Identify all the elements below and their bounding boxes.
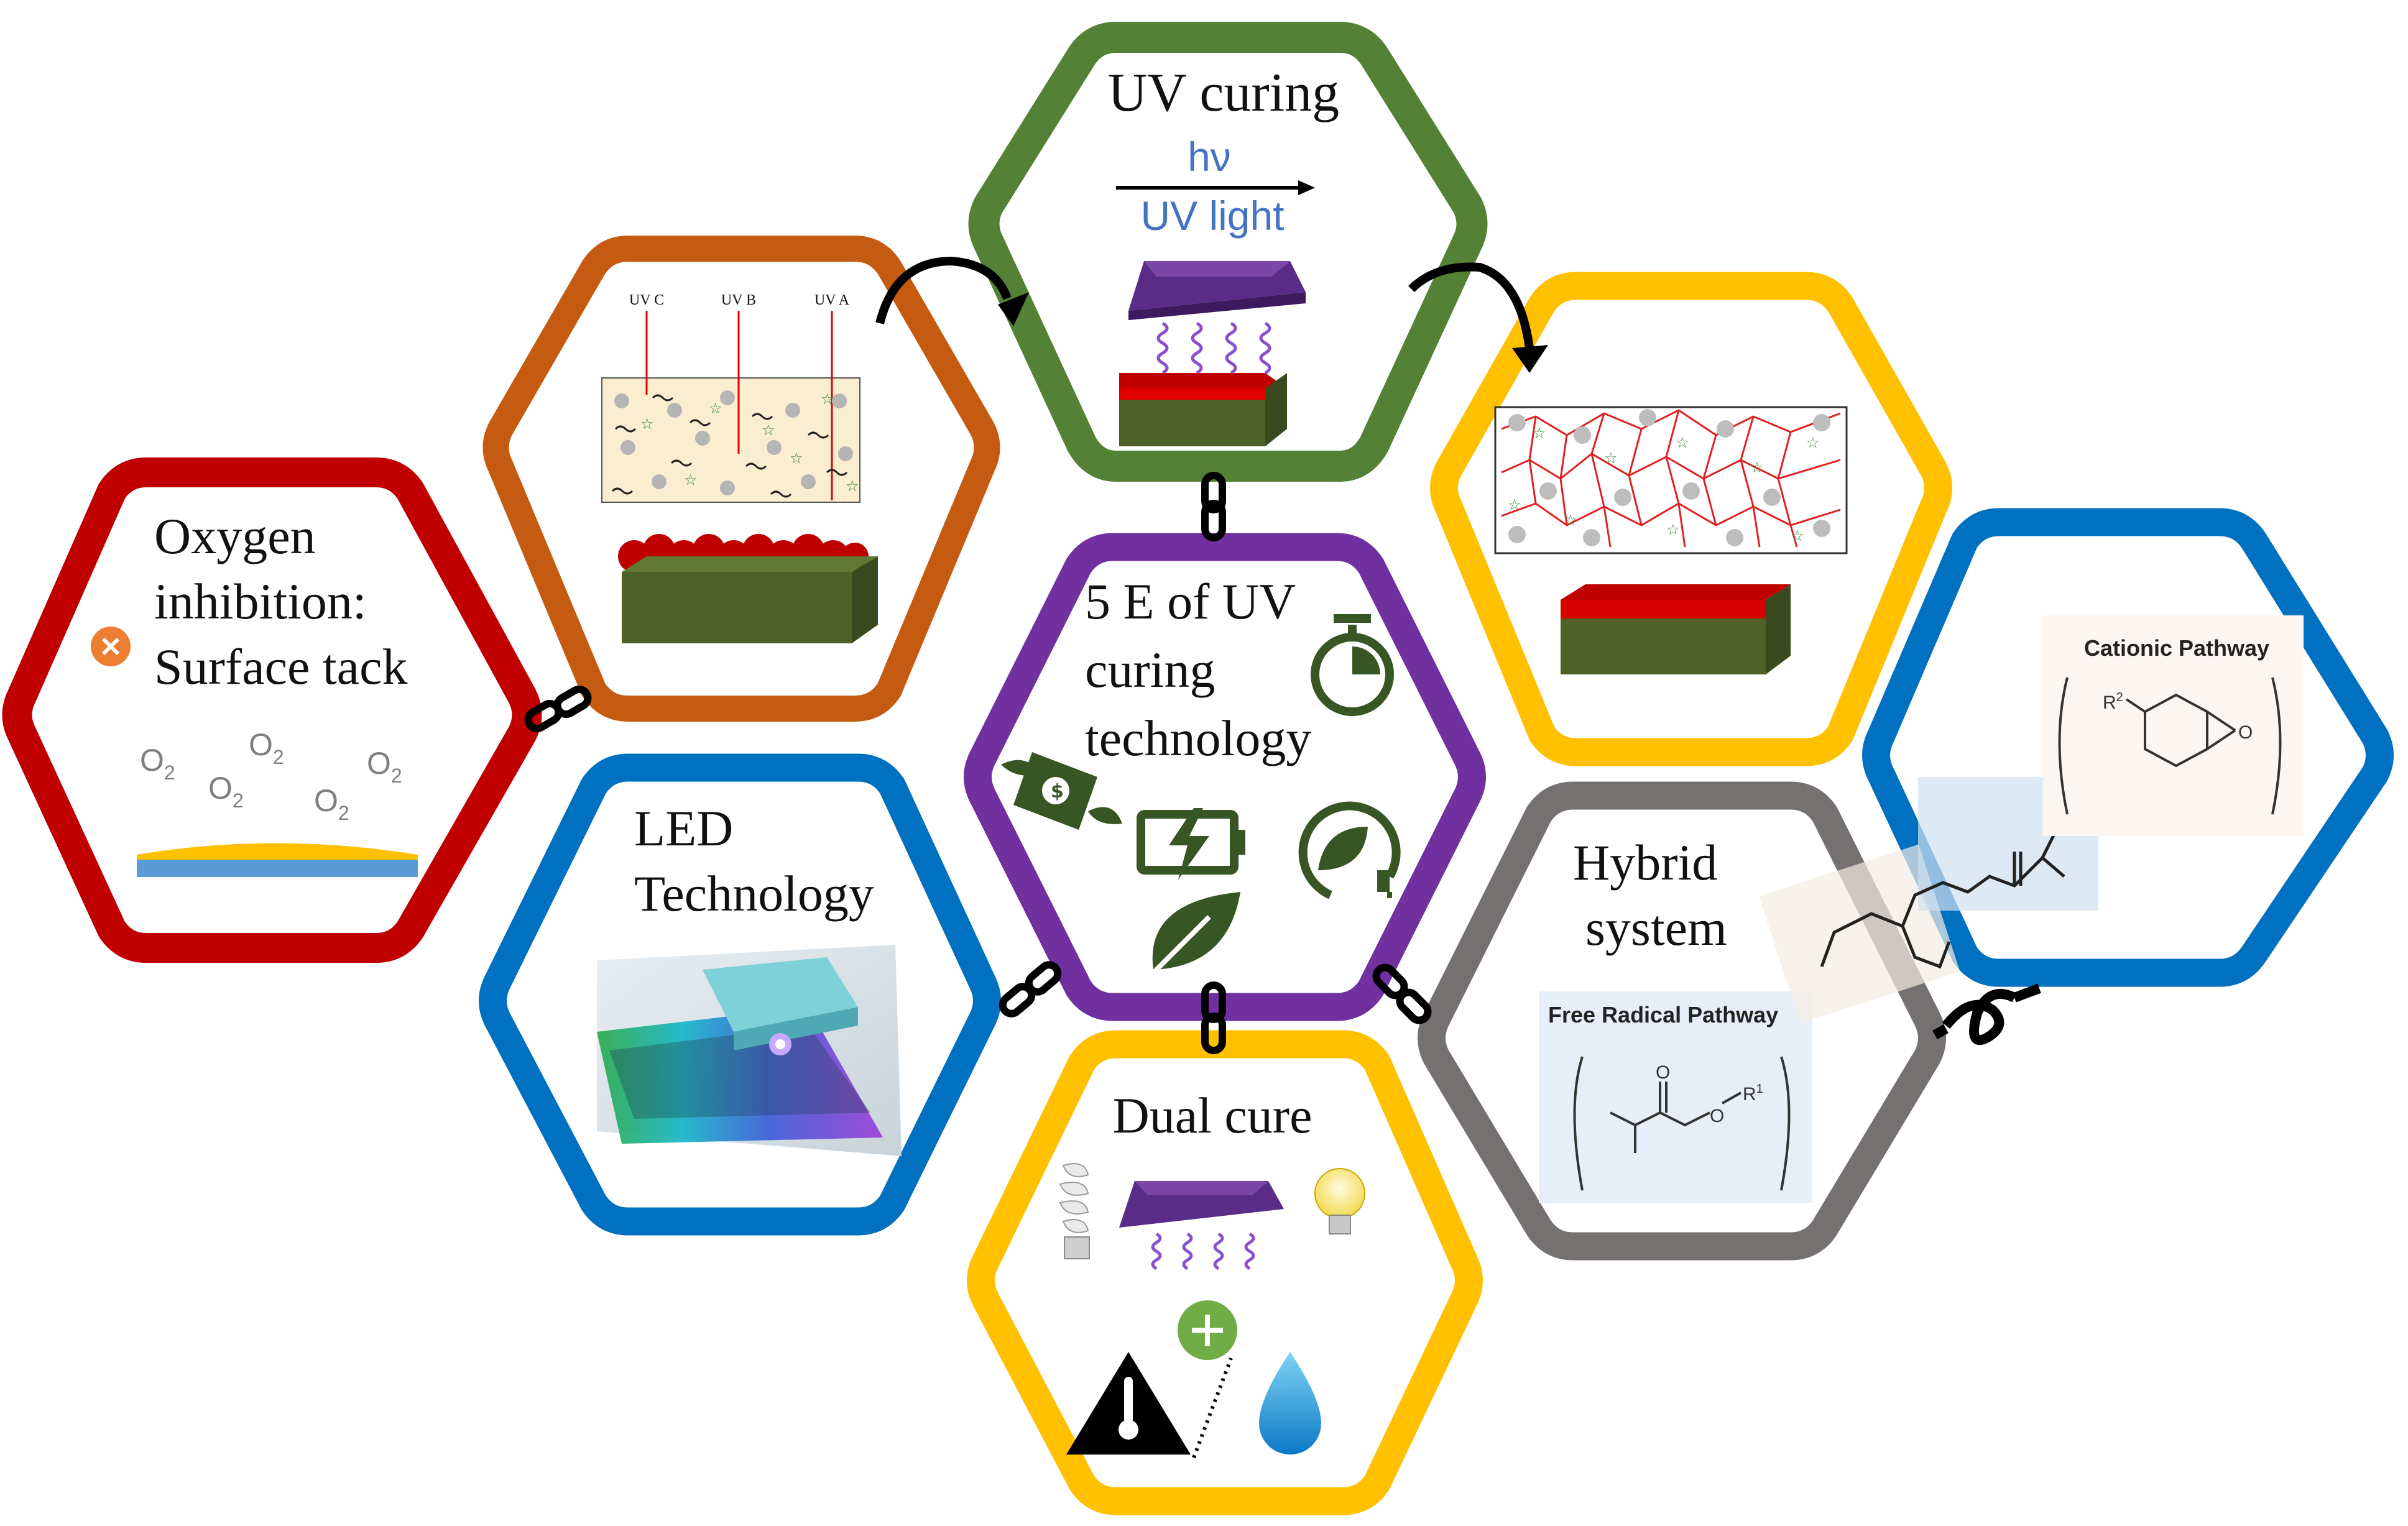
cationic-r2: R2 xyxy=(2103,691,2123,713)
svg-text:☆: ☆ xyxy=(1666,521,1680,538)
arrow-head-2 xyxy=(1512,345,1548,373)
chain-links xyxy=(524,472,1432,1054)
arrow-head-1 xyxy=(998,292,1029,326)
center-line3: technology xyxy=(1085,710,1311,766)
substrate-2 xyxy=(622,572,852,643)
oxygen-line3: Surface tack xyxy=(154,638,407,695)
uv-penetration-content: UV C UV B UV A ☆ ☆ ☆ ☆ ☆ ☆ ☆ xyxy=(601,292,878,643)
flow-arrows xyxy=(875,256,1534,349)
cationic-title: Cationic Pathway xyxy=(2084,635,2269,661)
svg-text:☆: ☆ xyxy=(846,477,859,495)
knot-icon xyxy=(1932,983,2041,1046)
arrow-to-uv-curing xyxy=(875,256,1012,324)
cationic-content: Cationic Pathway R2 O xyxy=(2042,615,2304,836)
acrylate-r1: R1 xyxy=(1743,1082,1763,1105)
leaf-icon xyxy=(1148,892,1240,978)
oxygen-content: Oxygen inhibition: Surface tack O2 O2 O2… xyxy=(91,508,418,877)
hybrid-line1: Hybrid xyxy=(1573,834,1717,891)
cfl-bulb-icon xyxy=(1059,1163,1090,1259)
led-line1: LED xyxy=(634,800,733,857)
hybrid-line2: system xyxy=(1585,899,1727,956)
crosslinked-network xyxy=(1501,409,1841,548)
svg-text:☆: ☆ xyxy=(1750,459,1764,476)
epoxide-o: O xyxy=(2238,722,2253,743)
uv-curing-title: UV curing xyxy=(1108,63,1339,123)
center-content: 5 E of UV curing technology $ xyxy=(1001,573,1401,978)
svg-text:☆: ☆ xyxy=(821,390,834,408)
svg-text:☆: ☆ xyxy=(709,400,722,417)
led-line2: Technology xyxy=(634,865,874,922)
svg-text:☆: ☆ xyxy=(790,449,803,467)
reaction-arrow-head xyxy=(1298,180,1315,195)
stopwatch-icon xyxy=(1311,614,1394,716)
cured-substrate xyxy=(1561,618,1766,674)
uv-ray-springs xyxy=(1156,321,1271,375)
svg-text:☆: ☆ xyxy=(1564,512,1577,529)
cationic-box xyxy=(2042,615,2304,836)
hybrid-content: Hybrid system Free Radical Pathway O O R… xyxy=(1539,777,2098,1203)
free-radical-box xyxy=(1539,991,1812,1203)
hex-dual-cure xyxy=(967,1030,1483,1515)
resin-monomers xyxy=(611,394,848,498)
acrylate-structure xyxy=(1573,1056,1791,1191)
dual-cure-title: Dual cure xyxy=(1113,1087,1312,1144)
acrylate-o2: O xyxy=(1710,1106,1724,1126)
led-content: LED Technology xyxy=(597,800,902,1156)
arrow-to-cured xyxy=(1408,262,1534,349)
eco-plug-icon xyxy=(1298,801,1401,899)
svg-text:☆: ☆ xyxy=(762,421,775,439)
o2-molecules: O2 O2 O2 O2 O2 xyxy=(140,727,402,824)
hex-oxygen-inhibition xyxy=(2,457,542,963)
water-drop-icon xyxy=(1259,1352,1321,1455)
svg-text:O2: O2 xyxy=(140,743,175,784)
svg-text:☆: ☆ xyxy=(640,415,654,433)
svg-text:O2: O2 xyxy=(367,746,402,787)
heat-warning-icon xyxy=(1066,1352,1191,1455)
cured-content: ☆ ☆ ☆ ☆ ☆ ☆ ☆ ☆ ☆ xyxy=(1494,406,1848,674)
svg-text:☆: ☆ xyxy=(684,471,698,489)
resin-initiators: ☆ ☆ ☆ ☆ ☆ ☆ ☆ xyxy=(640,390,859,495)
oxygen-line2: inhibition: xyxy=(154,573,367,630)
svg-text:$: $ xyxy=(1051,781,1064,802)
uv-curing-content: UV curing hν UV light xyxy=(1108,63,1339,446)
svg-text:O2: O2 xyxy=(249,727,284,768)
svg-text:☆: ☆ xyxy=(1791,527,1804,545)
svg-text:☆: ☆ xyxy=(1676,434,1689,451)
cured-red-layer xyxy=(1561,600,1766,618)
svg-text:☆: ☆ xyxy=(1604,449,1618,467)
epoxide-structure xyxy=(2058,677,2282,815)
svg-text:O2: O2 xyxy=(208,771,244,812)
svg-text:O2: O2 xyxy=(314,783,349,824)
uv-light-label: UV light xyxy=(1140,193,1284,239)
center-line2: curing xyxy=(1085,641,1215,698)
dual-cure-content: Dual cure xyxy=(1059,1087,1365,1459)
center-line1: 5 E of UV xyxy=(1085,573,1296,630)
substrate xyxy=(1119,400,1265,446)
svg-text:☆: ☆ xyxy=(1508,496,1521,513)
free-radical-title: Free Radical Pathway xyxy=(1548,1002,1778,1027)
uv-b-label: UV B xyxy=(721,292,756,308)
uv-a-label: UV A xyxy=(814,292,850,308)
divider xyxy=(1192,1357,1233,1459)
money-wings-icon: $ xyxy=(1001,752,1122,830)
uv-c-label: UV C xyxy=(629,292,664,308)
light-bulb-icon xyxy=(1314,1168,1365,1234)
svg-text:☆: ☆ xyxy=(1533,425,1546,442)
network-particles xyxy=(1508,409,1830,546)
coating-layer xyxy=(137,843,418,860)
hv-label: hν xyxy=(1188,134,1231,180)
resin-particles xyxy=(614,390,853,495)
oxygen-line1: Oxygen xyxy=(154,508,316,564)
acrylate-o: O xyxy=(1656,1062,1670,1083)
hex-uv-curing xyxy=(968,22,1488,482)
hex-center xyxy=(964,533,1486,1021)
battery-bolt-icon xyxy=(1137,808,1245,880)
led-printer-image xyxy=(597,945,902,1156)
dual-uv-springs xyxy=(1151,1232,1255,1271)
coating-substrate xyxy=(137,860,418,877)
svg-text:☆: ☆ xyxy=(1806,434,1820,451)
network-stars: ☆ ☆ ☆ ☆ ☆ ☆ ☆ ☆ ☆ xyxy=(1508,425,1820,545)
substrate-top-red xyxy=(1119,373,1287,388)
